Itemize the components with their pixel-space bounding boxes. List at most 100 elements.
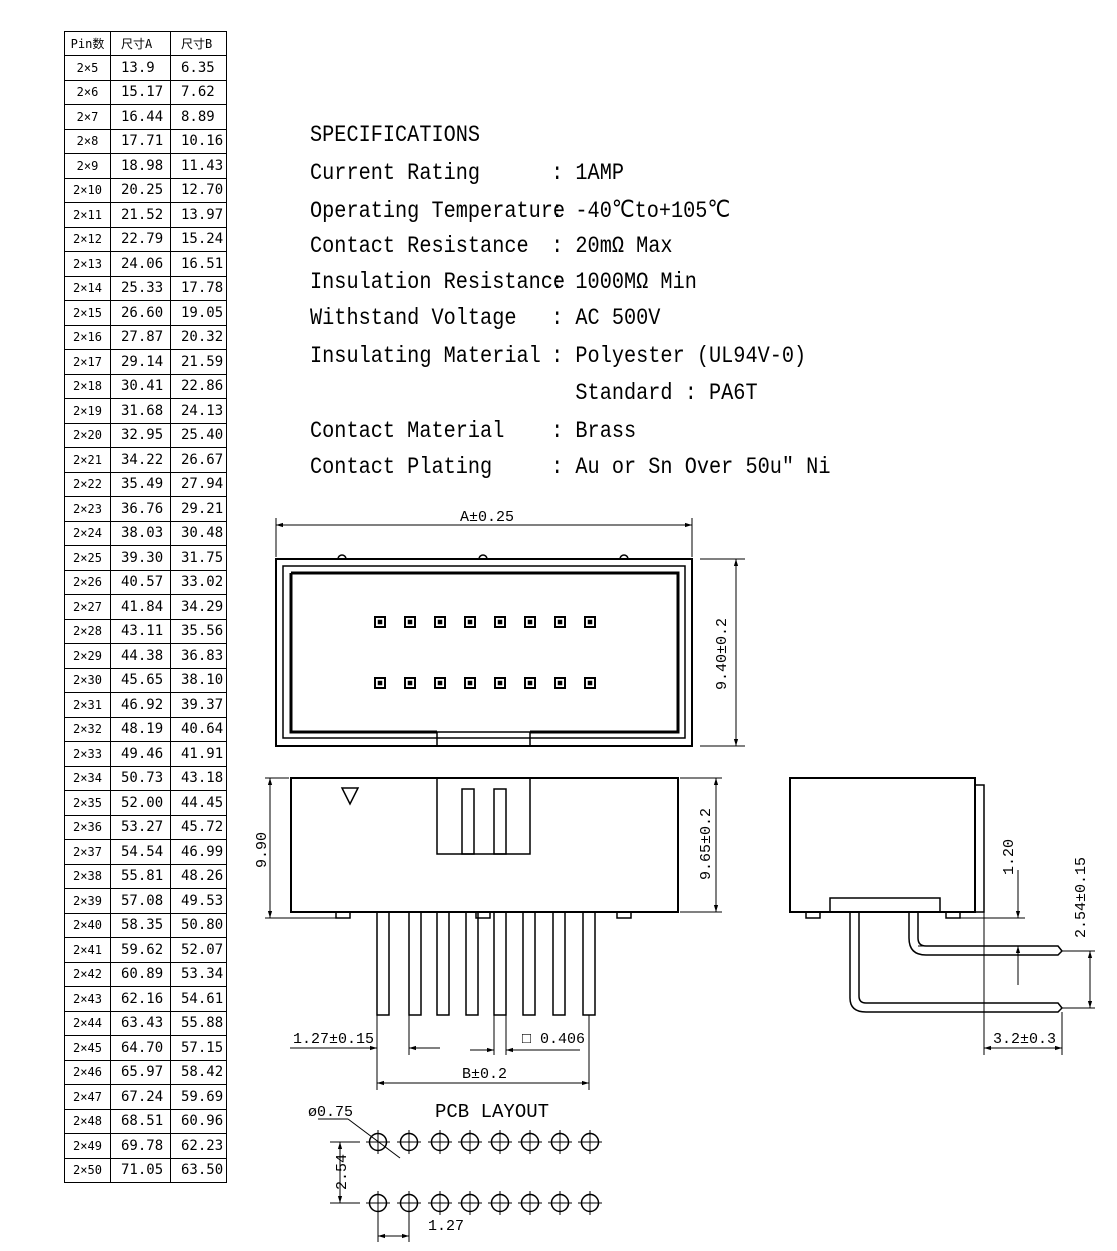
pin-square [554,616,566,628]
top-view [275,554,693,747]
pcb-layout-title: PCB LAYOUT [435,1101,549,1123]
pin-center [587,680,593,686]
size-b-cell: 16.51 [170,251,227,277]
top-view-dimensions [275,518,745,747]
pin-count-cell: 2×29 [64,643,111,669]
size-a-cell: 36.76 [110,496,171,522]
spec-label: Insulation Resistance [310,269,566,295]
spec-label: Contact Resistance [310,233,529,259]
pin-leg [436,911,450,1016]
pin-center [527,619,533,625]
pin-leg [552,911,566,1016]
size-b-cell: 15.24 [170,226,227,252]
pin-square [524,677,536,689]
spec-line: Current Rating: 1AMP [310,160,624,186]
spec-line: Contact Resistance : 20mΩ Max [310,233,673,259]
dim-pcb-pitch: 1.27 [428,1218,464,1235]
size-a-cell: 20.25 [110,177,171,203]
size-b-cell: 12.70 [170,177,227,203]
size-b-cell: 33.02 [170,569,227,595]
size-a-cell: 71.05 [110,1157,171,1183]
pin-count-cell: 2×49 [64,1133,111,1159]
size-a-cell: 57.08 [110,888,171,914]
pin-count-cell: 2×12 [64,226,111,252]
pin-center [437,680,443,686]
size-b-cell: 6.35 [170,55,227,81]
size-a-cell: 17.71 [110,128,171,154]
pin-count-cell: 2×5 [64,55,111,81]
size-a-cell: 15.17 [110,79,171,105]
pcb-layout [366,1130,602,1215]
pin-square [404,677,416,689]
size-b-cell: 63.50 [170,1157,227,1183]
spec-value: : 20mΩ Max [551,233,673,259]
dim-pin-size: □ 0.406 [522,1031,585,1048]
table-header-row: Pin数 尺寸A 尺寸B [64,31,227,56]
size-a-cell: 60.89 [110,961,171,987]
spec-label: Operating Temperature [310,198,566,224]
spec-value: : Au or Sn Over 50u" Ni [551,454,831,480]
spec-value: : Brass [551,418,637,444]
pin-count-cell: 2×26 [64,569,111,595]
size-b-cell: 50.80 [170,912,227,938]
size-b-cell: 13.97 [170,202,227,228]
pin-count-cell: 2×47 [64,1084,111,1110]
size-b-cell: 43.18 [170,765,227,791]
dim-pcb-row: 2.54 [334,1154,351,1190]
size-b-cell: 53.34 [170,961,227,987]
spec-value: : 1AMP [551,160,625,186]
size-a-cell: 68.51 [110,1108,171,1134]
size-b-cell: 7.62 [170,79,227,105]
pin-square [524,616,536,628]
pin-count-cell: 2×40 [64,912,111,938]
pin-center [557,680,563,686]
size-a-cell: 22.79 [110,226,171,252]
size-a-cell: 52.00 [110,790,171,816]
size-b-cell: 46.99 [170,839,227,865]
spec-value: Standard : PA6T [551,380,758,406]
dim-pitch: 1.27±0.15 [293,1031,374,1048]
pin-square [464,616,476,628]
pin-count-cell: 2×48 [64,1108,111,1134]
pcb-layout-dimensions [318,1118,410,1242]
pin-count-cell: 2×13 [64,251,111,277]
size-a-cell: 59.62 [110,937,171,963]
size-b-cell: 19.05 [170,300,227,326]
dim-side-offset: 1.20 [1001,839,1018,875]
pin-count-cell: 2×46 [64,1059,111,1085]
size-b-cell: 36.83 [170,643,227,669]
pin-square [434,677,446,689]
size-a-cell: 67.24 [110,1084,171,1110]
pin-count-cell: 2×21 [64,447,111,473]
size-a-cell: 27.87 [110,324,171,350]
pin-count-cell: 2×7 [64,104,111,130]
size-a-cell: 50.73 [110,765,171,791]
pin-center [587,619,593,625]
size-b-cell: 60.96 [170,1108,227,1134]
pin-center [437,619,443,625]
header-pin-count: Pin数 [64,31,111,56]
dim-hole-diameter: ø0.75 [308,1104,353,1121]
pin-square [374,616,386,628]
pin-square [584,677,596,689]
pin-count-cell: 2×43 [64,986,111,1012]
dim-row-spacing: 2.54±0.15 [1073,857,1090,938]
pin-count-cell: 2×37 [64,839,111,865]
size-b-cell: 17.78 [170,275,227,301]
spec-line: Insulation Resistance: 1000MΩ Min [310,269,697,295]
spec-line: Insulating Material: Polyester (UL94V-0) [310,343,806,369]
